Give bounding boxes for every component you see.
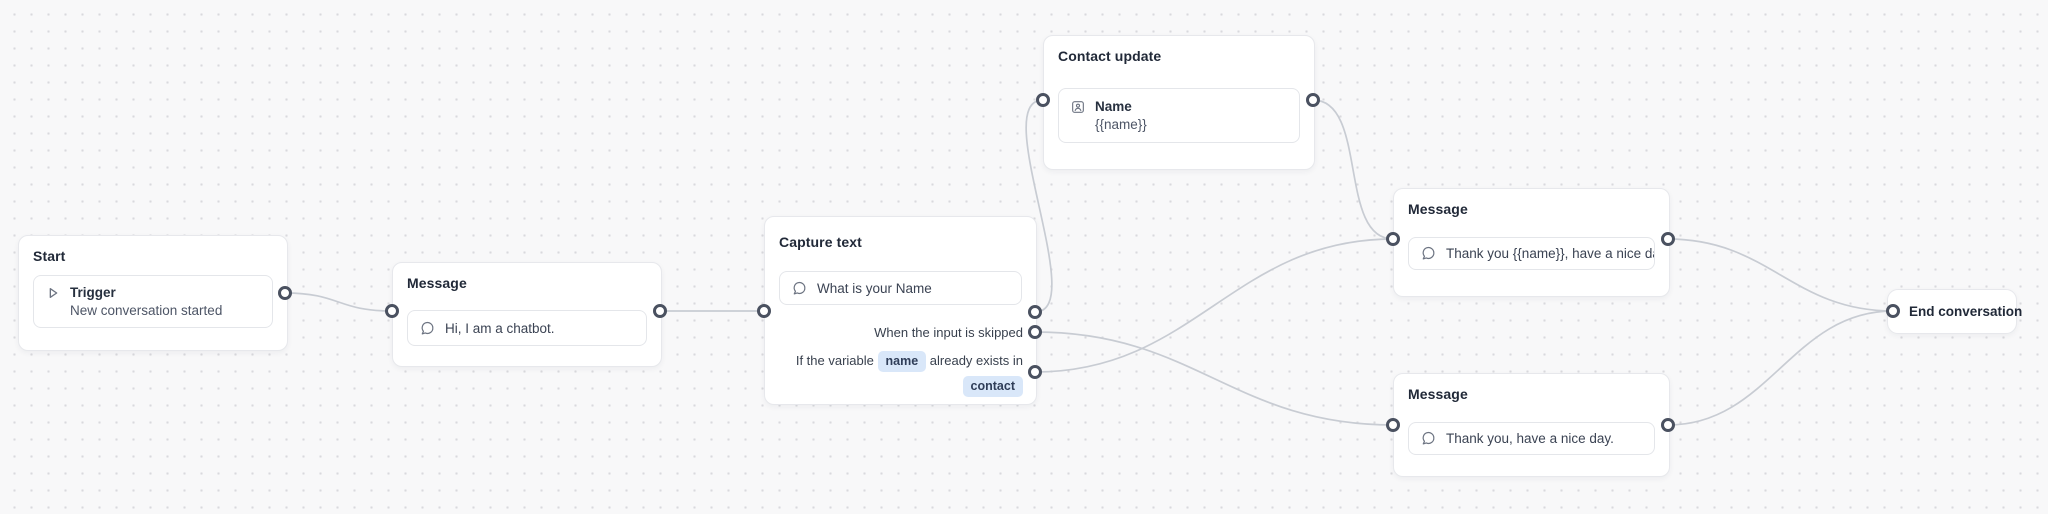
target-pill: contact: [962, 376, 1023, 397]
node-message-thanks[interactable]: Message Thank you, have a nice day.: [1393, 373, 1670, 477]
node-capture-text[interactable]: Capture text What is your Name When the …: [764, 216, 1037, 405]
wire-capture-out-exists-to-msgtop-in: [1034, 238, 1394, 373]
port-msgtop-out[interactable]: [1661, 232, 1675, 246]
variable-pill: name: [877, 351, 927, 372]
branch-variable-exists: If the variable name already exists in c…: [796, 350, 1023, 397]
chat-bubble-icon: [791, 280, 808, 297]
node-contact-update[interactable]: Contact update Name {{name}}: [1043, 35, 1315, 170]
port-msgtop-in[interactable]: [1386, 232, 1400, 246]
port-capture-out-skip[interactable]: [1028, 325, 1042, 339]
contact-field-label: Name: [1095, 99, 1132, 114]
port-capture-in[interactable]: [757, 304, 771, 318]
trigger-description: New conversation started: [70, 303, 223, 318]
wire-msgtop-out-to-end-in: [1667, 238, 1894, 312]
play-icon: [45, 285, 61, 301]
node-message-thanks-name[interactable]: Message Thank you {{name}}, have a nice …: [1393, 188, 1670, 297]
node-title: Capture text: [779, 234, 862, 250]
wire-start-out-to-msg1-in: [284, 292, 393, 312]
port-msg1-out[interactable]: [653, 304, 667, 318]
port-contact-out[interactable]: [1306, 93, 1320, 107]
wire-msgbottom-out-to-end-in: [1667, 310, 1894, 426]
port-msg1-in[interactable]: [385, 304, 399, 318]
node-end-conversation[interactable]: End conversation: [1887, 289, 2022, 334]
node-message-intro[interactable]: Message Hi, I am a chatbot.: [392, 262, 662, 367]
chat-bubble-icon: [419, 320, 436, 337]
node-title: Start: [33, 248, 66, 264]
port-capture-out-exists[interactable]: [1028, 365, 1042, 379]
node-title: Contact update: [1058, 48, 1162, 64]
chat-bubble-icon: [1420, 245, 1437, 262]
contact-field-value: {{name}}: [1095, 117, 1147, 132]
port-msgbottom-out[interactable]: [1661, 418, 1675, 432]
message-text-field[interactable]: Thank you {{name}}, have a nice day.: [1408, 237, 1655, 270]
port-end-in[interactable]: [1886, 304, 1900, 318]
end-label: End conversation: [1909, 304, 2023, 319]
trigger-label: Trigger: [70, 285, 116, 300]
wire-capture-out-main-to-contact-in: [1025, 99, 1053, 313]
message-text: Thank you {{name}}, have a nice day.: [1446, 246, 1655, 261]
wire-contact-out-to-msgtop-in: [1312, 99, 1394, 240]
port-start-out[interactable]: [278, 286, 292, 300]
port-msgbottom-in[interactable]: [1386, 418, 1400, 432]
contact-field-item[interactable]: Name {{name}}: [1058, 88, 1300, 143]
branch-exists-middle: already exists in: [929, 353, 1023, 368]
node-start[interactable]: Start Trigger New conversation started: [18, 235, 288, 351]
capture-prompt-text: What is your Name: [817, 280, 932, 296]
wire-capture-out-skip-to-msgbottom-in: [1034, 331, 1394, 426]
port-contact-in[interactable]: [1036, 93, 1050, 107]
branch-exists-prefix: If the variable: [795, 353, 874, 368]
trigger-item[interactable]: Trigger New conversation started: [33, 275, 273, 328]
message-text: Hi, I am a chatbot.: [445, 320, 555, 336]
node-title: Message: [407, 275, 467, 291]
capture-prompt-field[interactable]: What is your Name: [779, 271, 1022, 305]
node-title: Message: [1408, 386, 1468, 402]
message-text-field[interactable]: Thank you, have a nice day.: [1408, 422, 1655, 455]
port-capture-out-main[interactable]: [1028, 305, 1042, 319]
message-text-field[interactable]: Hi, I am a chatbot.: [407, 310, 647, 346]
chat-bubble-icon: [1420, 430, 1437, 447]
contact-card-icon: [1070, 99, 1086, 115]
message-text: Thank you, have a nice day.: [1446, 431, 1614, 446]
node-title: Message: [1408, 201, 1468, 217]
branch-input-skipped: When the input is skipped: [874, 325, 1023, 340]
